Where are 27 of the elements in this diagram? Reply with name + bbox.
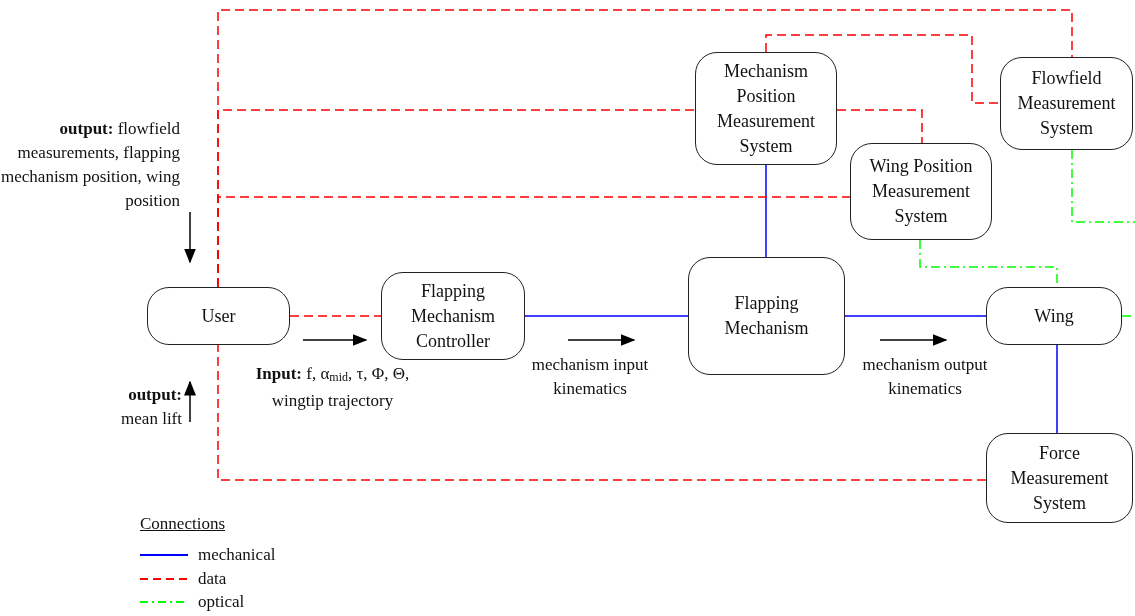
legend-title: Connections — [140, 513, 225, 535]
process-box: Flapping Mechanism Controller — [381, 272, 525, 360]
connector-line — [217, 196, 851, 288]
process-box: Mechanism Position Measurement System — [695, 52, 837, 165]
legend-label: data — [198, 567, 227, 590]
annotation-text: mechanism output kinematics — [861, 354, 989, 400]
legend-label: optical — [198, 591, 245, 613]
annotation-text: Input: f, α$_{mid}$, τ, Φ, Θ, wingtip trajectory — [254, 363, 411, 412]
legend-label: mechanical — [198, 544, 276, 566]
connector-line — [765, 34, 1001, 104]
terminator-box: User — [147, 287, 290, 345]
connector-line — [1071, 149, 1135, 223]
process-box: Flapping Mechanism — [688, 257, 845, 375]
annotation-text: output: flowfield measurements, flapping mechanism position, wing position — [0, 118, 180, 212]
annotation-text: output: mean lift — [120, 384, 182, 430]
terminator-box: Wing — [986, 287, 1122, 345]
annotation-text: mechanism input kinematics — [530, 354, 650, 400]
connector-line — [844, 315, 987, 317]
connector-line — [765, 164, 767, 258]
connector-line — [1056, 344, 1058, 434]
connector-line — [289, 315, 382, 317]
connector-line — [836, 109, 923, 144]
connector-line — [217, 344, 987, 481]
process-box: Force Measurement System — [986, 433, 1133, 523]
process-box: Wing Position Measurement System — [850, 143, 992, 240]
process-box: Flowfield Measurement System — [1000, 57, 1133, 150]
connector-line — [524, 315, 689, 317]
